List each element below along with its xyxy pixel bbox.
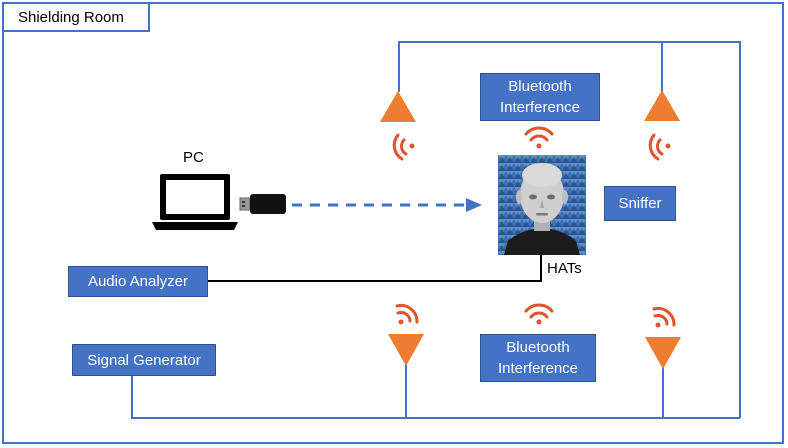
- wireless-signal-icon: [395, 304, 419, 325]
- wireless-signal-icon: [524, 303, 554, 325]
- signal-generator-box: Signal Generator: [72, 344, 216, 376]
- audio-analyzer-box: Audio Analyzer: [68, 266, 208, 297]
- hats-label: HATs: [547, 260, 582, 277]
- antenna-top-right-icon: [644, 90, 680, 121]
- antenna-bottom-right-icon: [645, 337, 681, 369]
- shielding-room-frame: [2, 2, 784, 444]
- wireless-signal-icon: [392, 133, 415, 161]
- dashed-link-arrowhead: [466, 198, 482, 212]
- bt-bottom-line2: Interference: [497, 360, 579, 377]
- bluetooth-interference-top-box: Bluetooth Interference: [480, 73, 600, 121]
- wireless-signal-icon: [524, 126, 554, 149]
- antenna-bottom-left-icon: [388, 334, 424, 366]
- head-and-torso-simulator-photo: [498, 155, 586, 255]
- audio-analyzer-cable: [208, 255, 542, 282]
- bluetooth-interference-bottom-box: Bluetooth Interference: [480, 334, 596, 382]
- usb-dongle-icon: [239, 194, 286, 214]
- wireless-signal-icon: [648, 133, 671, 161]
- antenna-top-left-icon: [380, 91, 416, 122]
- hats-illustration: [498, 155, 586, 255]
- bt-top-line2: Interference: [499, 99, 581, 116]
- laptop-icon: [152, 174, 238, 230]
- pc-label: PC: [183, 149, 204, 166]
- top-antenna-feed-line: [398, 41, 741, 418]
- bottom-feed-line: [131, 376, 740, 419]
- bt-top-line1: Bluetooth: [508, 78, 572, 95]
- sniffer-box: Sniffer: [604, 186, 676, 221]
- room-title: Shielding Room: [2, 2, 150, 32]
- bt-bottom-line1: Bluetooth: [506, 339, 570, 356]
- wireless-signal-icon: [652, 307, 676, 328]
